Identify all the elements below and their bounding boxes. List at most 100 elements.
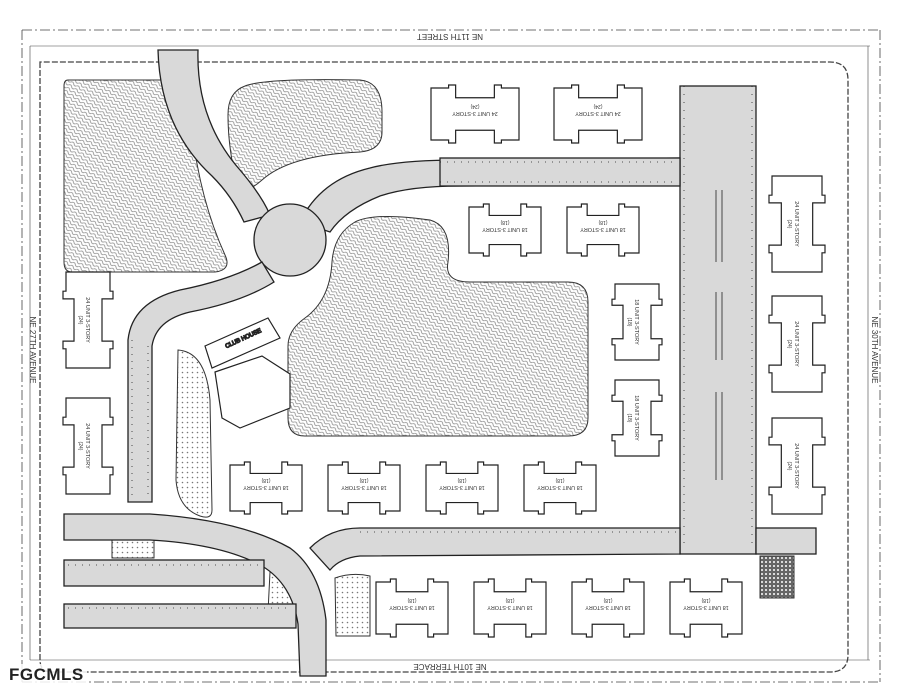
dumpster-enclosure [759, 555, 795, 599]
building-unit-count: (24) [786, 220, 792, 229]
apartment-building: 18 UNIT 3-STORY(18) [669, 578, 743, 638]
building-label: 24 UNIT 3-STORY [452, 110, 498, 116]
apartment-building: 24 UNIT 3-STORY(24) [62, 271, 114, 369]
retention-area-southwest [111, 539, 155, 559]
building-label: 18 UNIT 3-STORY [585, 604, 631, 610]
apartment-building: 24 UNIT 3-STORY(24) [430, 84, 520, 144]
building-footprint [611, 283, 663, 361]
building-unit-count: (24) [77, 316, 83, 325]
building-footprint [611, 379, 663, 457]
apartment-building: 18 UNIT 3-STORY(18) [523, 461, 597, 515]
building-footprint [768, 295, 826, 393]
building-label: 24 UNIT 3-STORY [84, 423, 90, 469]
roundabout [253, 203, 327, 277]
building-footprint [62, 397, 114, 495]
building-unit-count: (24) [786, 340, 792, 349]
apartment-building: 24 UNIT 3-STORY(24) [768, 295, 826, 393]
building-label: 18 UNIT 3-STORY [243, 484, 289, 490]
east-parking-aisle [679, 85, 757, 555]
building-footprint [523, 461, 597, 515]
apartment-building: 18 UNIT 3-STORY(18) [566, 203, 640, 257]
street-labels: NE 11TH STREET NE 10TH TERRACE NE 27TH A… [28, 32, 879, 671]
street-label-bottom: NE 10TH TERRACE [413, 662, 486, 671]
retention-area-south-right [334, 573, 371, 637]
building-label: 24 UNIT 3-STORY [793, 201, 799, 247]
building-unit-count: (18) [261, 477, 270, 483]
building-unit-count: (24) [593, 103, 602, 109]
building-footprint [468, 203, 542, 257]
apartment-building: 18 UNIT 3-STORY(18) [473, 578, 547, 638]
building-label: 18 UNIT 3-STORY [341, 484, 387, 490]
southwest-parking [63, 513, 327, 677]
building-label: 24 UNIT 3-STORY [575, 110, 621, 116]
paving [63, 49, 817, 677]
mls-watermark: FGCMLS [6, 664, 87, 686]
building-footprint [473, 578, 547, 638]
building-footprint [768, 175, 826, 273]
apartment-building: 18 UNIT 3-STORY(18) [468, 203, 542, 257]
building-footprint [229, 461, 303, 515]
building-label: 24 UNIT 3-STORY [84, 297, 90, 343]
building-label: 18 UNIT 3-STORY [537, 484, 583, 490]
building-unit-count: (18) [457, 477, 466, 483]
building-label: 24 UNIT 3-STORY [793, 443, 799, 489]
building-footprint [425, 461, 499, 515]
building-label: 18 UNIT 3-STORY [487, 604, 533, 610]
south-drive [309, 527, 681, 571]
building-footprint [430, 84, 520, 144]
street-label-top: NE 11TH STREET [417, 32, 483, 41]
building-unit-count: (24) [786, 462, 792, 471]
building-label: 18 UNIT 3-STORY [633, 395, 639, 441]
apartment-building: 18 UNIT 3-STORY(18) [327, 461, 401, 515]
building-label: 18 UNIT 3-STORY [580, 226, 626, 232]
apartment-building: 24 UNIT 3-STORY(24) [768, 175, 826, 273]
street-label-left: NE 27TH AVENUE [28, 317, 37, 384]
building-unit-count: (18) [626, 414, 632, 423]
building-unit-count: (18) [701, 597, 710, 603]
building-unit-count: (18) [359, 477, 368, 483]
southwest-parking-row-1 [63, 559, 265, 587]
building-footprint [571, 578, 645, 638]
apartment-building: 18 UNIT 3-STORY(18) [425, 461, 499, 515]
north-entry-drive [157, 49, 271, 223]
buildings: 24 UNIT 3-STORY(24)24 UNIT 3-STORY(24)18… [62, 84, 826, 638]
clubhouse: CLUB HOUSE [204, 317, 291, 429]
west-drive [127, 261, 275, 503]
apartment-building: 24 UNIT 3-STORY(24) [62, 397, 114, 495]
southeast-drive [755, 527, 817, 555]
building-unit-count: (18) [407, 597, 416, 603]
building-footprint [62, 271, 114, 369]
retention-area-north [227, 79, 383, 191]
building-unit-count: (18) [555, 477, 564, 483]
building-footprint [327, 461, 401, 515]
building-unit-count: (24) [470, 103, 479, 109]
building-footprint [768, 417, 826, 515]
building-footprint [553, 84, 643, 144]
building-footprint [566, 203, 640, 257]
building-label: 24 UNIT 3-STORY [793, 321, 799, 367]
building-unit-count: (18) [603, 597, 612, 603]
apartment-building: 18 UNIT 3-STORY(18) [611, 379, 663, 457]
apartment-building: 18 UNIT 3-STORY(18) [611, 283, 663, 361]
apartment-building: 18 UNIT 3-STORY(18) [229, 461, 303, 515]
building-unit-count: (18) [505, 597, 514, 603]
building-unit-count: (24) [77, 442, 83, 451]
building-unit-count: (18) [626, 318, 632, 327]
parking-stalls [68, 86, 753, 609]
apartment-building: 18 UNIT 3-STORY(18) [375, 578, 449, 638]
north-stub [439, 157, 681, 187]
building-label: 18 UNIT 3-STORY [633, 299, 639, 345]
building-label: 18 UNIT 3-STORY [389, 604, 435, 610]
building-unit-count: (18) [500, 219, 509, 225]
apartment-building: 24 UNIT 3-STORY(24) [553, 84, 643, 144]
building-footprint [669, 578, 743, 638]
apartment-building: 18 UNIT 3-STORY(18) [571, 578, 645, 638]
building-unit-count: (18) [598, 219, 607, 225]
building-label: 18 UNIT 3-STORY [439, 484, 485, 490]
retention-area-west [175, 349, 213, 518]
apartment-building: 24 UNIT 3-STORY(24) [768, 417, 826, 515]
building-label: 18 UNIT 3-STORY [482, 226, 528, 232]
retention-area-central [287, 215, 589, 437]
building-footprint [375, 578, 449, 638]
